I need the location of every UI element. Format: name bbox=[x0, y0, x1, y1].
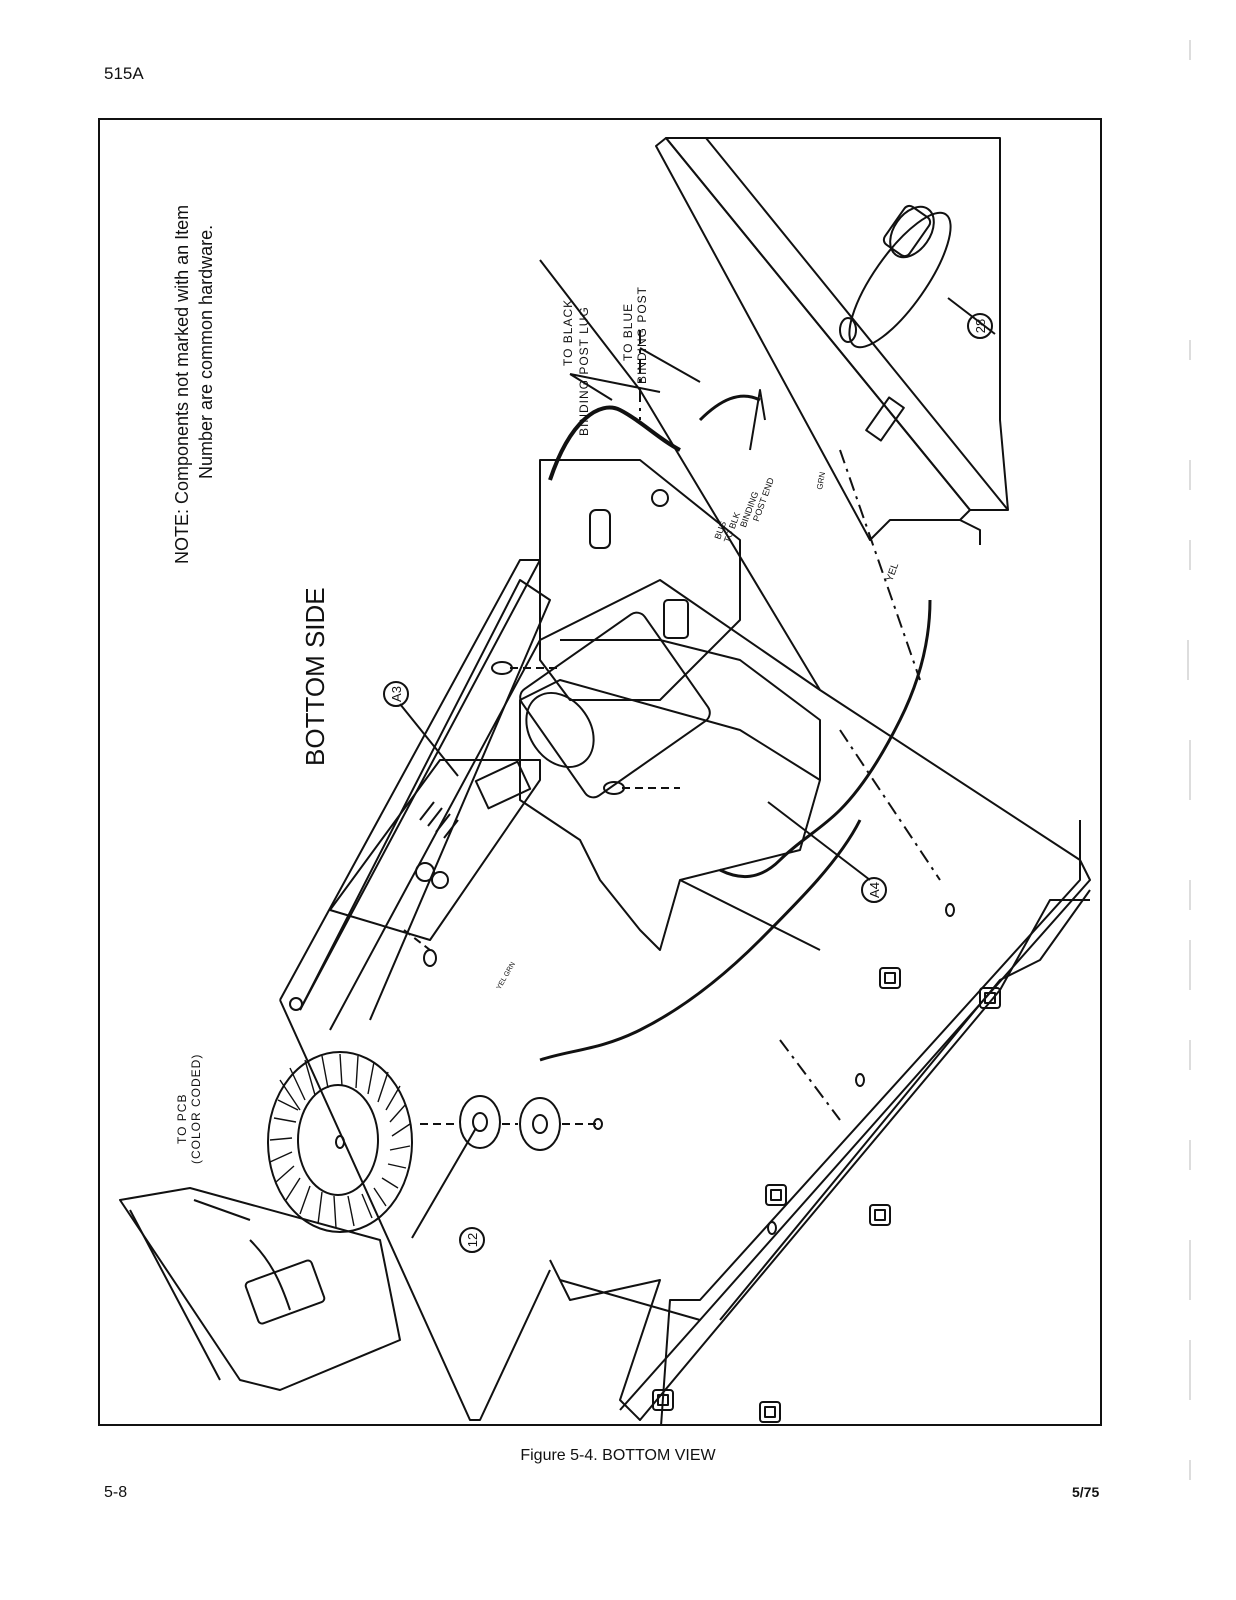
scan-edge-noise bbox=[1187, 40, 1191, 1480]
callout-28: 28 bbox=[973, 319, 988, 333]
page-number: 5-8 bbox=[104, 1484, 128, 1501]
to-blue-leader bbox=[639, 347, 701, 383]
label-to-pcb-1: TO PCB bbox=[175, 1094, 189, 1144]
label-to-blue-1: TO BLUE bbox=[621, 303, 635, 361]
to-pcb-leader bbox=[193, 1199, 251, 1221]
callout-12: 12 bbox=[465, 1233, 480, 1247]
label-to-black-1: TO BLACK bbox=[561, 299, 575, 366]
model-number: 515A bbox=[104, 64, 144, 83]
figure-caption: Figure 5-4. BOTTOM VIEW bbox=[520, 1447, 716, 1464]
exploded-view-drawing: NOTE: Components not marked with an Item… bbox=[100, 120, 1100, 1424]
bus-label-group: BUS TO BLK BINDING POST END bbox=[712, 476, 776, 544]
note-line-1: NOTE: Components not marked with an Item bbox=[172, 205, 192, 564]
label-to-black-2: BINDING POST LUG bbox=[577, 306, 591, 436]
twisted-wire-yel bbox=[719, 599, 932, 879]
label-yel-grn: YEL GRN bbox=[496, 961, 517, 991]
rubber-feet bbox=[652, 967, 1001, 1423]
view-title: BOTTOM SIDE bbox=[300, 587, 330, 766]
note-group: NOTE: Components not marked with an Item… bbox=[172, 205, 649, 1164]
label-grn: GRN bbox=[815, 471, 827, 490]
knob-skirt bbox=[848, 211, 952, 349]
callout-a4: A4 bbox=[867, 882, 882, 898]
c12-leader bbox=[411, 1127, 477, 1239]
to-black-leader bbox=[569, 373, 661, 401]
figure-frame: NOTE: Components not marked with an Item… bbox=[98, 118, 1102, 1426]
callout-a3: A3 bbox=[389, 686, 404, 702]
switch bbox=[244, 1259, 326, 1325]
chassis-linework bbox=[119, 137, 1091, 1424]
label-yel: YEL bbox=[884, 561, 901, 583]
label-to-pcb-2: (COLOR CODED) bbox=[189, 1054, 203, 1164]
revision-date: 5/75 bbox=[1072, 1484, 1100, 1500]
a3-leader bbox=[399, 703, 459, 777]
a4-leader bbox=[767, 801, 871, 881]
toroid-transformer bbox=[267, 1051, 413, 1233]
label-to-blue-2: BINDING POST bbox=[635, 286, 649, 384]
note-line-2: Number are common hardware. bbox=[196, 225, 216, 479]
c28-leader bbox=[947, 297, 996, 335]
